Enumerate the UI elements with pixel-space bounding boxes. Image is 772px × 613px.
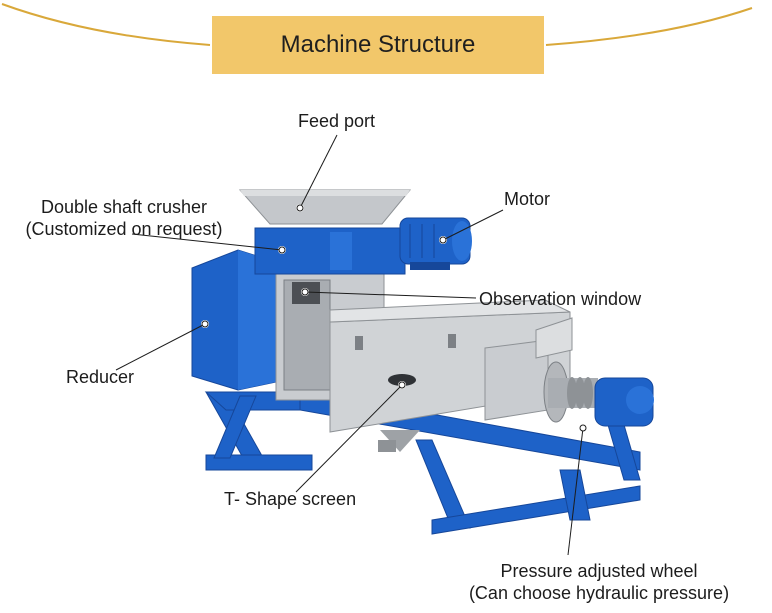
label-screen: T- Shape screen <box>224 489 357 509</box>
label-pressure-wheel-line1: Pressure adjusted wheel <box>500 561 698 581</box>
crusher-box <box>254 227 406 275</box>
page-title: Machine Structure <box>280 31 476 58</box>
leader-observation-window <box>304 291 477 299</box>
leader-pressure-wheel <box>567 427 584 556</box>
dot-motor <box>439 236 447 244</box>
label-pressure-wheel-line2: (Can choose hydraulic pressure) <box>468 583 730 603</box>
dot-pressure-wheel <box>579 424 587 432</box>
label-pressure-wheel: Pressure adjusted wheel (Can choose hydr… <box>454 560 744 604</box>
dot-screen <box>398 381 406 389</box>
motor <box>399 217 472 270</box>
dot-observation-window <box>301 288 309 296</box>
dot-reducer <box>201 320 209 328</box>
leader-dots <box>201 204 587 432</box>
label-crusher-line2: (Customized on request) <box>25 219 223 239</box>
leader-reducer <box>115 323 206 371</box>
machine-illustration <box>191 189 654 535</box>
reducer-housing <box>191 249 277 391</box>
label-crusher-line1: Double shaft crusher <box>40 197 208 217</box>
pressure-assembly <box>484 317 654 432</box>
header-deco-right <box>545 7 753 46</box>
leader-feed-port <box>299 134 338 209</box>
leader-motor <box>442 209 504 241</box>
label-motor: Motor <box>504 189 551 209</box>
label-feed-port: Feed port <box>298 111 376 131</box>
leader-crusher <box>131 233 283 251</box>
hopper <box>238 189 412 225</box>
title-banner: Machine Structure <box>212 16 544 74</box>
header-deco-left <box>1 3 211 46</box>
label-crusher: Double shaft crusher (Customized on requ… <box>10 196 238 240</box>
label-observation-window: Observation window <box>479 289 642 309</box>
leader-lines <box>115 134 584 556</box>
dot-feed-port <box>296 204 304 212</box>
label-reducer: Reducer <box>66 367 135 387</box>
leader-screen <box>295 384 403 493</box>
dot-crusher <box>278 246 286 254</box>
